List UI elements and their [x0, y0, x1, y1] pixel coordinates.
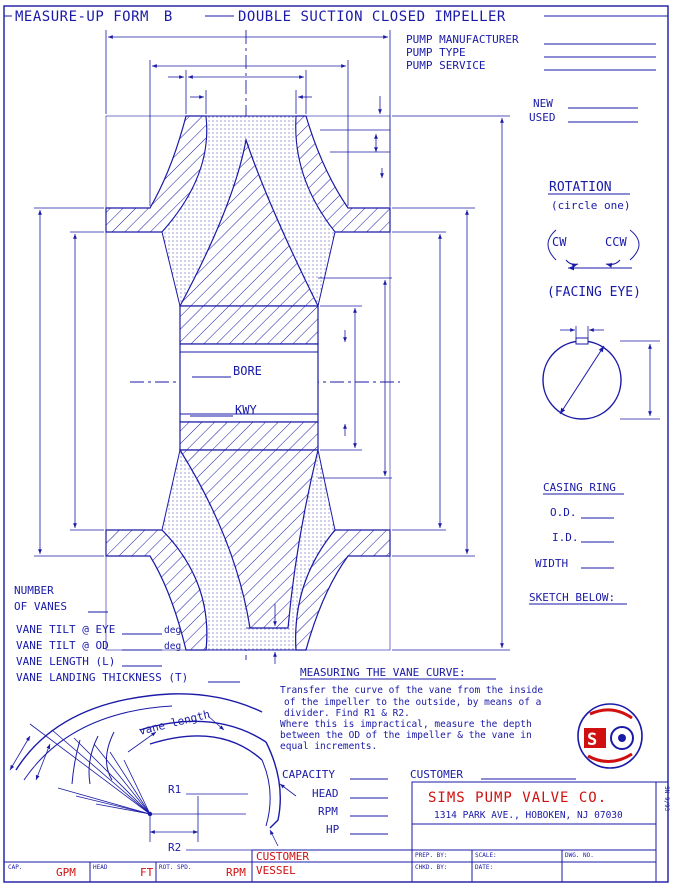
hub-bore — [179, 343, 319, 423]
rotation-title: ROTATION — [549, 180, 612, 195]
form-letter: B — [164, 9, 173, 25]
vane-curve-instructions: MEASURING THE VANE CURVE: Transfer the c… — [280, 666, 543, 752]
sketch-below-note: SKETCH BELOW: — [529, 591, 615, 604]
impeller-cross-section: BORE KWY — [105, 30, 400, 660]
footer-date-label: DATE: — [475, 864, 493, 871]
footer-strip: CAP. GPM HEAD FT ROT. SPD. RPM CUSTOMER … — [4, 824, 656, 882]
new-label: NEW — [533, 97, 553, 110]
rotation-hint: (circle one) — [551, 199, 630, 212]
footer-prep-by-label: PREP. BY: — [415, 852, 448, 859]
title-suffix: DOUBLE SUCTION CLOSED IMPELLER — [238, 9, 506, 25]
vane-curve-sketch: vane length R1 R2 — [9, 693, 297, 854]
head-label: HEAD — [312, 787, 339, 800]
pump-info-fields: PUMP MANUFACTURER PUMP TYPE PUMP SERVICE — [406, 33, 656, 72]
bore-label: BORE — [233, 364, 262, 378]
footer-customer-label: CUSTOMER — [256, 850, 309, 863]
footer-dwg-no-label: DWG. NO. — [565, 852, 594, 859]
vane-tilt-od-unit: deg — [164, 641, 181, 652]
pump-service-label: PUMP SERVICE — [406, 59, 485, 72]
cw-option[interactable]: CW — [552, 235, 567, 249]
sims-logo: S — [577, 703, 643, 769]
vane-curve-line-5: between the OD of the impeller & the van… — [280, 730, 532, 741]
casing-ring-title: CASING RING — [543, 481, 616, 494]
logo-letter: S — [587, 730, 597, 750]
footer-cap-label: CAP. — [8, 864, 22, 871]
title-prefix: MEASURE-UP FORM — [15, 9, 149, 25]
vane-tilt-od-label: VANE TILT @ OD — [16, 639, 109, 652]
vane-tilt-eye-unit: deg — [164, 625, 181, 636]
title-block: SIMS PUMP VALVE CO. 1314 PARK AVE., HOBO… — [411, 781, 670, 882]
footer-vessel-label: VESSEL — [256, 864, 296, 877]
number-of-vanes-label-2: OF VANES — [14, 600, 67, 613]
vane-length-note: vane length — [138, 708, 212, 738]
rotation-block: ROTATION (circle one) CW CCW (FACING EYE… — [547, 180, 641, 300]
form-title: MEASURE-UP FORM B DOUBLE SUCTION CLOSED … — [4, 9, 668, 25]
condition-fields: NEW USED — [529, 97, 638, 124]
vane-landing-thickness-label: VANE LANDING THICKNESS (T) — [16, 671, 188, 684]
vane-curve-line-6: equal increments. — [280, 741, 377, 752]
vanes-block: NUMBER OF VANES VANE TILT @ EYE deg VANE… — [14, 584, 240, 684]
vane-curve-line-4: Where this is impractical, measure the d… — [280, 719, 532, 730]
footer-scale-label: SCALE: — [475, 852, 497, 859]
ccw-option[interactable]: CCW — [605, 235, 627, 249]
footer-chkd-by-label: CHKD. BY: — [415, 864, 448, 871]
sheet-border — [3, 5, 669, 883]
lower-vane — [178, 449, 319, 629]
vane-length-label: VANE LENGTH (L) — [16, 655, 115, 668]
footer-rot-spd-label: ROT. SPD. — [159, 864, 192, 871]
hp-label: HP — [326, 823, 340, 836]
footer-ft-unit: FT — [140, 866, 154, 879]
vane-curve-line-2: of the impeller to the outside, by means… — [284, 697, 541, 708]
casing-width-label: WIDTH — [535, 557, 568, 570]
company-name: SIMS PUMP VALVE CO. — [428, 790, 607, 806]
casing-od-label: O.D. — [550, 506, 577, 519]
capacity-label: CAPACITY — [282, 768, 335, 781]
vane-tilt-eye-label: VANE TILT @ EYE — [16, 623, 115, 636]
svg-text:MEASURE-UP FORM B: MEASURE-UP FORM B — [15, 9, 173, 25]
impeller-dimension-lines — [34, 30, 510, 664]
vane-curve-title: MEASURING THE VANE CURVE: — [300, 666, 466, 679]
keyway-label: KWY — [235, 403, 257, 417]
casing-id-label: I.D. — [552, 531, 579, 544]
footer-head-label: HEAD — [93, 864, 108, 871]
customer-label: CUSTOMER — [410, 768, 463, 781]
side-reference: SN 9/93 — [663, 786, 670, 812]
used-label: USED — [529, 111, 556, 124]
facing-eye-note: (FACING EYE) — [547, 285, 641, 300]
footer-rpm-unit: RPM — [226, 866, 246, 879]
rpm-label: RPM — [318, 805, 338, 818]
number-of-vanes-label-1: NUMBER — [14, 584, 54, 597]
casing-ring-block: CASING RING O.D. I.D. WIDTH SKETCH BELOW… — [529, 481, 627, 605]
pump-type-label: PUMP TYPE — [406, 46, 466, 59]
hub-bottom-band — [179, 421, 319, 451]
r1-label: R1 — [168, 783, 181, 796]
r2-label: R2 — [168, 841, 181, 854]
bore-keyway-detail — [542, 326, 660, 420]
hub-top-band — [179, 305, 319, 345]
vane-curve-line-1: Transfer the curve of the vane from the … — [280, 685, 543, 696]
company-address: 1314 PARK AVE., HOBOKEN, NJ 07030 — [434, 810, 623, 821]
vane-curve-line-3: divider. Find R1 & R2. — [284, 708, 410, 719]
footer-gpm-unit: GPM — [56, 866, 76, 879]
performance-fields: CAPACITY HEAD RPM HP CUSTOMER — [282, 768, 576, 836]
pump-manufacturer-label: PUMP MANUFACTURER — [406, 33, 519, 46]
